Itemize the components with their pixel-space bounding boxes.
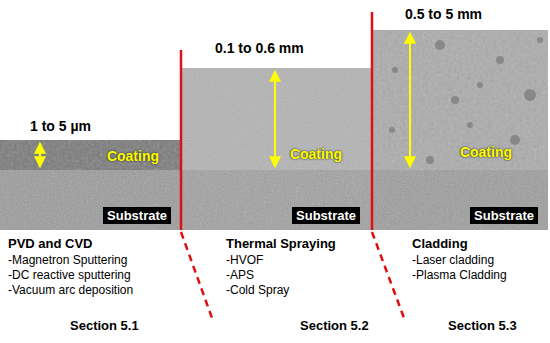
- coating-layer: Coating: [0, 140, 181, 170]
- substrate-layer: Substrate: [181, 170, 372, 230]
- thickness-arrow: [40, 33, 410, 167]
- thickness-label: 1 to 5 µm: [30, 118, 91, 134]
- method-item: -HVOF: [226, 253, 263, 267]
- section-divider: [181, 12, 404, 318]
- substrate-label: Substrate: [470, 207, 538, 224]
- section-label: Section 5.3: [448, 318, 517, 333]
- coating-label: Coating: [460, 144, 512, 160]
- substrate-texture: [0, 170, 548, 230]
- substrate-layer: Substrate: [372, 170, 548, 230]
- method-item: -APS: [226, 268, 254, 282]
- substrate-label: Substrate: [292, 207, 360, 224]
- section-label: Section 5.2: [300, 318, 369, 333]
- thickness-label: 0.5 to 5 mm: [405, 6, 482, 22]
- coating-label: Coating: [107, 148, 159, 164]
- method-heading: Thermal Spraying: [226, 236, 336, 251]
- method-item: -Laser cladding: [412, 253, 494, 267]
- coating-texture: [0, 30, 548, 170]
- method-heading: PVD and CVD: [8, 236, 93, 251]
- method-item: -Magnetron Sputtering: [8, 253, 127, 267]
- coating-layer: Coating: [181, 68, 372, 170]
- method-item: -Cold Spray: [226, 283, 289, 297]
- coating-layer: Coating: [372, 30, 548, 170]
- section-label: Section 5.1: [70, 318, 139, 333]
- coating-label: Coating: [290, 146, 342, 162]
- method-item: -DC reactive sputtering: [8, 268, 131, 282]
- method-item: -Vacuum arc deposition: [8, 283, 133, 297]
- method-item: -Plasma Cladding: [412, 268, 507, 282]
- method-heading: Cladding: [412, 236, 468, 251]
- thickness-label: 0.1 to 0.6 mm: [215, 40, 304, 56]
- substrate-label: Substrate: [103, 207, 171, 224]
- substrate-layer: Substrate: [0, 170, 181, 230]
